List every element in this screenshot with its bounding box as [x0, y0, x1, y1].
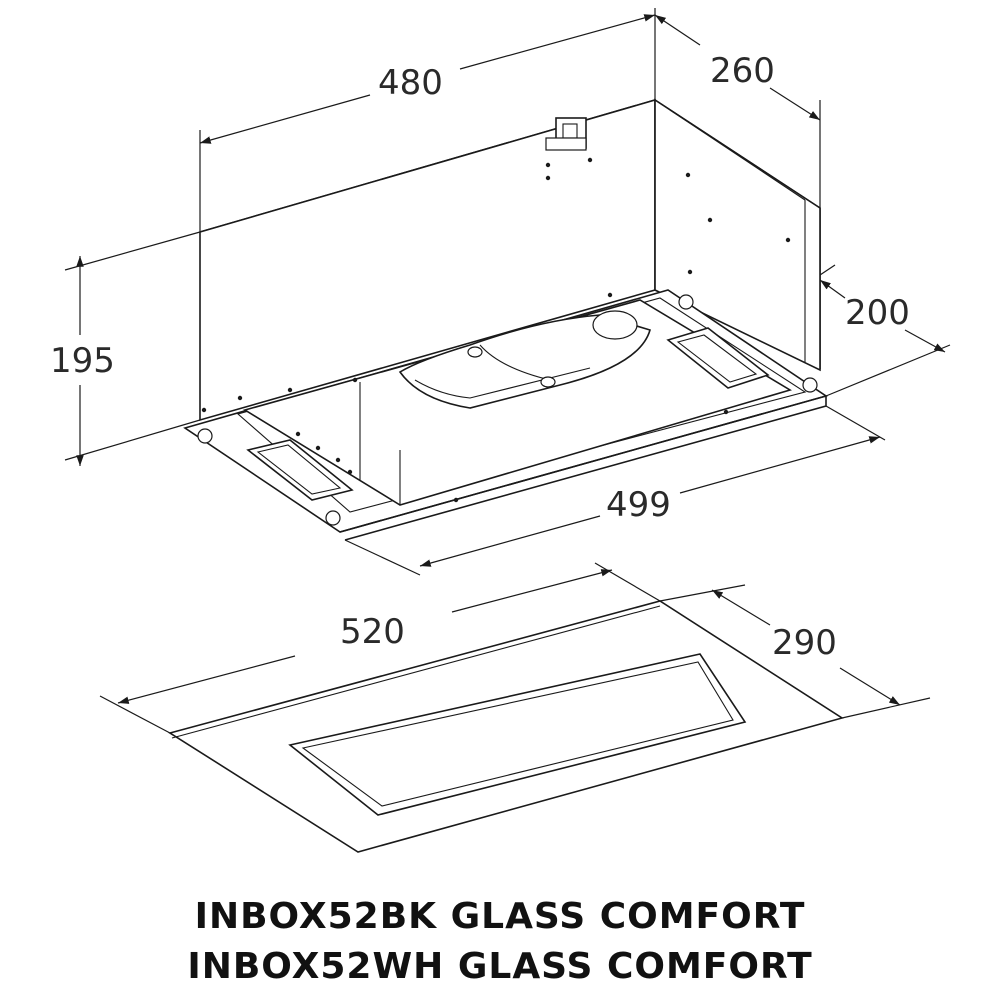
- dimension-290: 290: [659, 584, 931, 719]
- model-caption-wh: INBOX52WH GLASS COMFORT: [187, 946, 813, 987]
- mounting-bracket: [545, 117, 587, 151]
- dimension-520: 520: [99, 562, 661, 734]
- blower-motor: [398, 310, 651, 409]
- dim-label-195: 195: [50, 341, 115, 381]
- dimension-499: 499: [344, 405, 886, 576]
- glass-panel-opening: [288, 653, 747, 816]
- dim-label-290: 290: [772, 623, 837, 663]
- screw-dots: [201, 157, 791, 503]
- dim-label-260: 260: [710, 51, 775, 91]
- dim-label-499: 499: [606, 485, 671, 525]
- filter-slot-left: [246, 439, 354, 501]
- dimension-195: 195: [50, 231, 201, 466]
- dimension-200: 200: [819, 264, 951, 397]
- filter-slot-right: [666, 327, 770, 389]
- glass-panel: [168, 600, 844, 853]
- dimension-480: 480: [199, 8, 656, 232]
- dim-label-520: 520: [340, 612, 405, 652]
- dim-label-200: 200: [845, 293, 910, 333]
- hood-housing: [183, 98, 828, 541]
- dimension-260: 260: [654, 14, 821, 208]
- dim-label-480: 480: [378, 63, 443, 103]
- model-caption-bk: INBOX52BK GLASS COMFORT: [194, 896, 806, 937]
